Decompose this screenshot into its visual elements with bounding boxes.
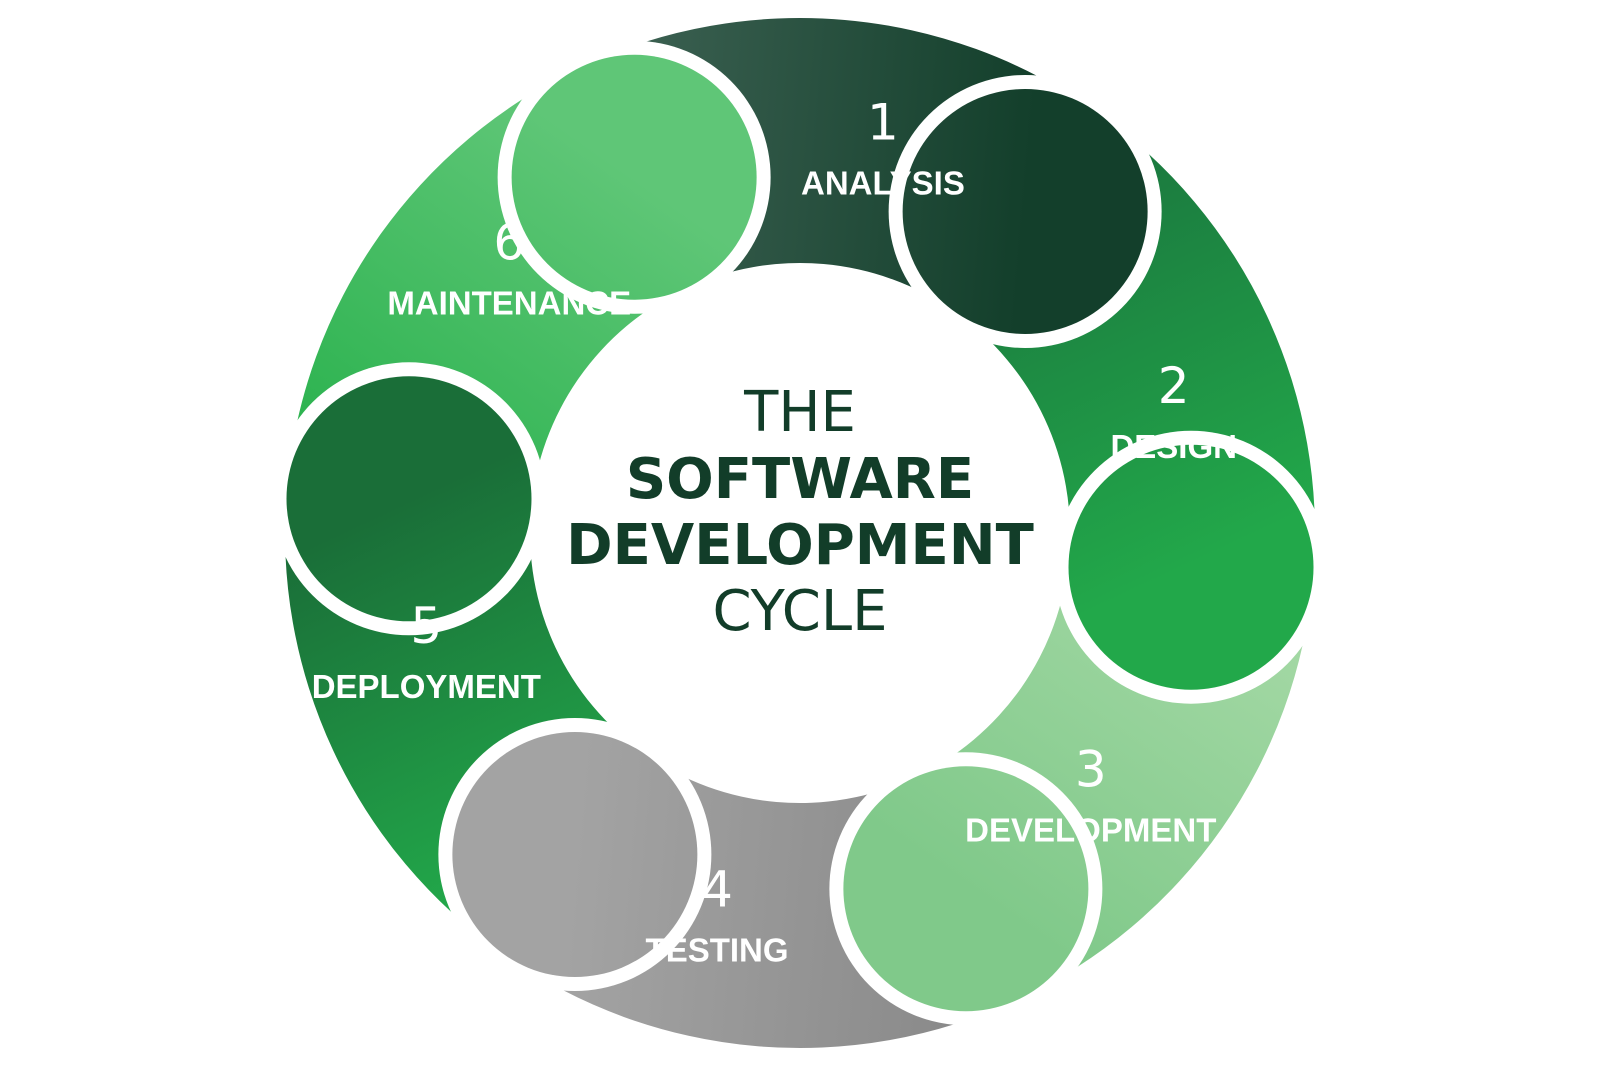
step-label-deployment: DEPLOYMENT [312, 668, 541, 705]
step-number-1: 1 [867, 93, 899, 151]
segment-cap-deployment [286, 376, 532, 622]
step-number-3: 3 [1075, 741, 1107, 799]
segment-cap-development [843, 766, 1089, 1012]
center-disc [536, 269, 1064, 797]
segment-cap-analysis [902, 88, 1148, 334]
title-line-cycle: CYCLE [713, 579, 888, 644]
title-line-the: THE [743, 380, 856, 445]
step-number-5: 5 [410, 597, 442, 655]
step-number-6: 6 [493, 213, 525, 271]
step-labels: 1ANALYSIS2DESIGN3DEVELOPMENT4TESTING5DEP… [312, 93, 1237, 968]
step-label-maintenance: MAINTENANCE [387, 284, 631, 321]
step-label-development: DEVELOPMENT [965, 812, 1216, 849]
title-line-software: SOFTWARE [626, 447, 974, 512]
segment-cap-maintenance [511, 54, 757, 300]
step-label-analysis: ANALYSIS [801, 164, 965, 201]
step-label-testing: TESTING [646, 932, 789, 969]
title-line-development: DEVELOPMENT [566, 513, 1034, 578]
segment-cap-design [1068, 444, 1314, 690]
step-number-2: 2 [1158, 357, 1190, 415]
step-label-design: DESIGN [1110, 428, 1237, 465]
center-title: THE SOFTWARE DEVELOPMENT CYCLE [566, 380, 1034, 644]
segment-cap-testing [452, 732, 698, 978]
step-number-4: 4 [701, 861, 733, 919]
cycle-segment-caps [272, 40, 1328, 1026]
